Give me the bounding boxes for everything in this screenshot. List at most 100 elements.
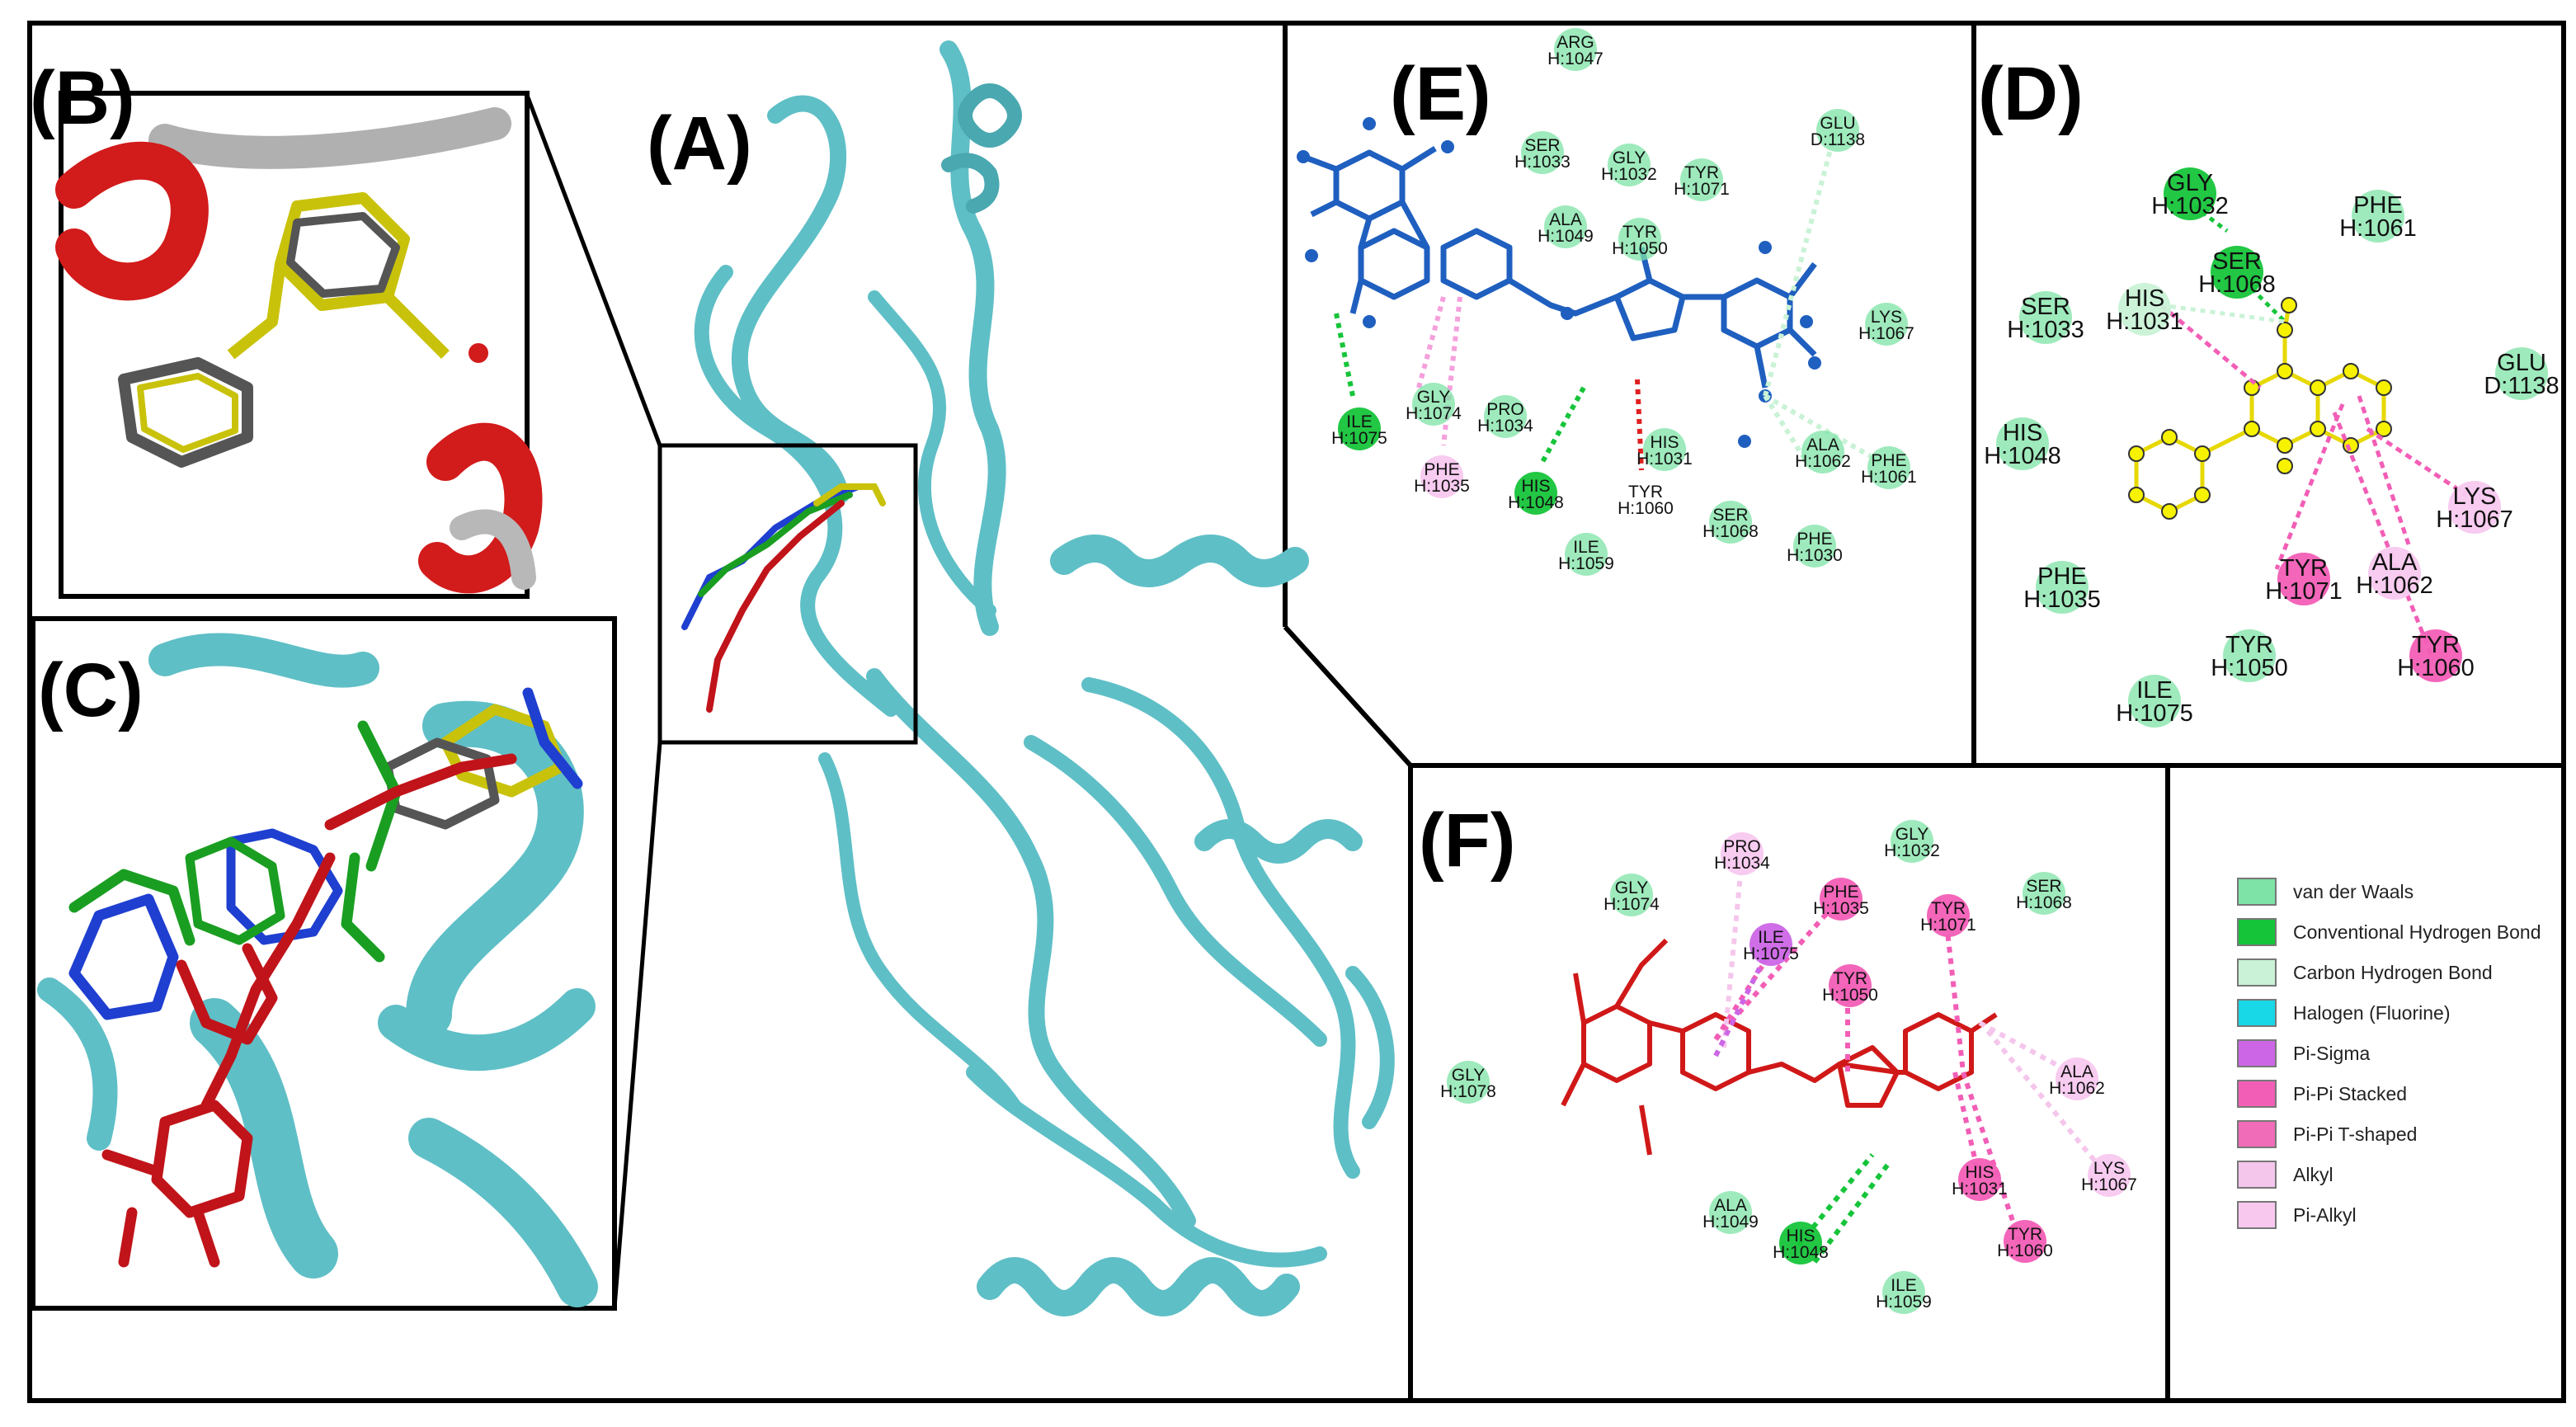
residue-disc xyxy=(1793,525,1836,568)
residue-disc xyxy=(1447,1061,1490,1104)
residue-code: GLU xyxy=(2497,350,2546,376)
legend-label: Alkyl xyxy=(2293,1164,2333,1185)
residue-code: HIS xyxy=(1786,1227,1815,1246)
residue-number: H:1031 xyxy=(2106,308,2183,335)
residue-disc xyxy=(1565,533,1608,576)
residue-code: SER xyxy=(1524,136,1560,155)
residue-disc xyxy=(2368,547,2421,600)
residue-disc xyxy=(2004,1220,2046,1263)
residue-disc xyxy=(2019,291,2072,344)
residue-disc xyxy=(1829,964,1872,1007)
panel-A-ligands xyxy=(681,483,886,713)
residue-number: H:1034 xyxy=(1714,854,1770,873)
residue-number: H:1047 xyxy=(1547,49,1604,68)
residue-number: H:1031 xyxy=(1952,1180,2008,1199)
residue-code: GLU xyxy=(1820,114,1855,133)
residue-code: GLY xyxy=(2167,170,2213,196)
residue-code: GLY xyxy=(1417,388,1450,407)
residue-code: LYS xyxy=(1871,308,1902,327)
outer-frame xyxy=(27,21,2566,1403)
residue-disc xyxy=(2448,481,2501,534)
residue-disc xyxy=(1544,205,1587,248)
legend-label: Pi-Pi Stacked xyxy=(2293,1083,2407,1104)
panel-D-interactions xyxy=(2128,205,2468,661)
residue-code: GLY xyxy=(1613,148,1646,167)
panel-label-F: (F) xyxy=(1419,798,1515,883)
residue-number: H:1032 xyxy=(1601,165,1657,184)
residue-number: H:1071 xyxy=(1674,180,1730,199)
panel-label-E: (E) xyxy=(1390,52,1491,136)
residue-disc xyxy=(1680,158,1723,201)
residue-disc xyxy=(2352,190,2404,243)
residue-number: H:1030 xyxy=(1787,546,1843,565)
legend-item-pi-pi-t-shaped: Pi-Pi T-shaped xyxy=(2237,1120,2417,1148)
residue-disc xyxy=(1927,894,1970,937)
residue-number: H:1048 xyxy=(1984,443,2061,469)
residue-code: ILE xyxy=(2136,677,2173,704)
residue-disc xyxy=(1709,1191,1752,1234)
residue-number: H:1060 xyxy=(1997,1241,2053,1260)
residue-number: H:1050 xyxy=(1822,986,1878,1005)
residue-number: H:1035 xyxy=(2023,586,2101,613)
residue-disc xyxy=(1610,874,1653,916)
residue-code: TYR xyxy=(1931,899,1966,918)
legend-label: Pi-Sigma xyxy=(2293,1043,2371,1064)
residue-number: H:1062 xyxy=(1795,452,1851,471)
residue-code: ALA xyxy=(1806,436,1839,454)
panel-D-ligand xyxy=(2134,304,2386,514)
residue-disc xyxy=(1816,109,1859,152)
panel-E-interactions xyxy=(1297,115,1882,471)
panel-C-scene xyxy=(37,633,598,1307)
residue-disc xyxy=(2128,675,2181,728)
residue-disc xyxy=(2118,283,2171,336)
residue-number: H:1068 xyxy=(2198,271,2276,298)
residue-number: D:1138 xyxy=(1811,130,1865,149)
residue-number: H:1071 xyxy=(2265,578,2343,605)
residue-number: H:1048 xyxy=(1773,1243,1829,1262)
residue-number: H:1067 xyxy=(2436,506,2513,533)
residue-code: PRO xyxy=(1486,400,1524,419)
legend-item-van-der-waals: van der Waals xyxy=(2237,878,2414,906)
residue-number: H:1048 xyxy=(1508,493,1564,512)
residue-code: ILE xyxy=(1891,1276,1917,1295)
panel-D-ligand-atoms xyxy=(2128,297,2392,520)
legend-swatch xyxy=(2237,958,2277,987)
residue-number: H:1031 xyxy=(1636,450,1693,469)
residue-code: ILE xyxy=(1573,538,1599,557)
legend-item-alkyl: Alkyl xyxy=(2237,1161,2333,1189)
residue-number: H:1075 xyxy=(2116,700,2193,727)
residue-number: H:1061 xyxy=(1861,468,1917,487)
legend-swatch xyxy=(2237,1161,2277,1189)
legend-label: Conventional Hydrogen Bond xyxy=(2293,921,2541,943)
residue-disc xyxy=(1643,428,1686,471)
residue-disc xyxy=(2056,1057,2098,1100)
residue-number: H:1032 xyxy=(2151,193,2229,219)
legend-label: Pi-Pi T-shaped xyxy=(2293,1123,2417,1145)
legend-swatch xyxy=(2237,1039,2277,1067)
panel-A-protein xyxy=(694,40,1395,1316)
legend-label: Carbon Hydrogen Bond xyxy=(2293,962,2493,983)
legend-swatch xyxy=(2237,1201,2277,1229)
panel-F-bonds xyxy=(1713,874,2106,1264)
residue-disc xyxy=(1709,501,1752,544)
panel-F-interactions xyxy=(1561,874,2106,1264)
